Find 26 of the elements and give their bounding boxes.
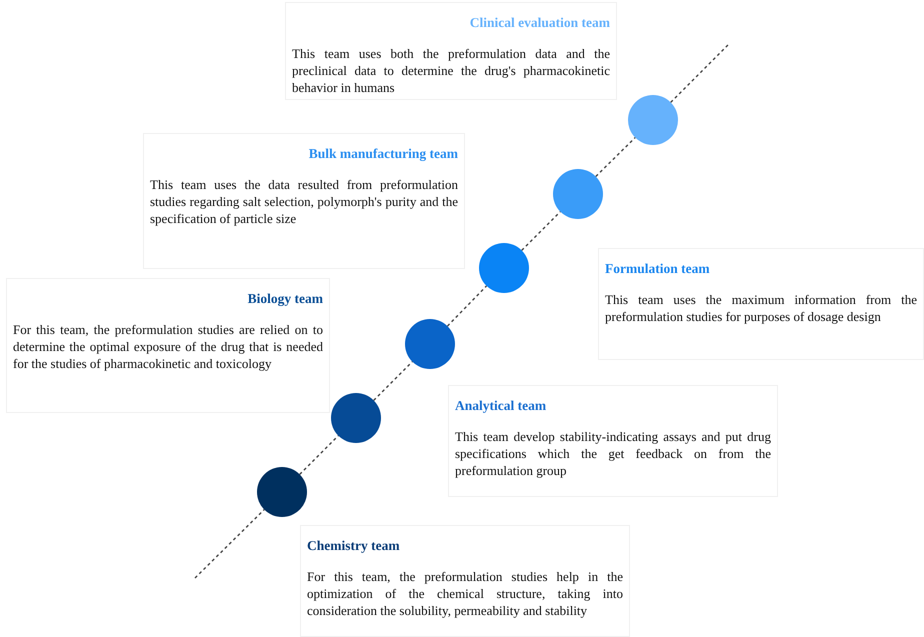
dotted-line bbox=[446, 285, 488, 327]
timeline-dot bbox=[553, 169, 603, 219]
timeline-dot bbox=[479, 243, 529, 293]
dotted-line bbox=[670, 44, 728, 103]
team-card bbox=[6, 278, 330, 413]
dotted-line bbox=[595, 137, 636, 177]
team-description: For this team, the preformulation studies help in the optimization of the chemical structure, taking into consideration the solubility, permeability and stability bbox=[307, 568, 623, 619]
team-heading: Formulation team bbox=[605, 261, 711, 277]
team-heading: Bulk manufacturing team bbox=[308, 146, 458, 162]
timeline-dot bbox=[331, 393, 381, 443]
team-heading: Analytical team bbox=[455, 398, 548, 414]
team-heading: Chemistry team bbox=[307, 538, 401, 554]
team-description: This team uses the maximum information from the preformulation studies for purposes of dosage design bbox=[605, 291, 917, 325]
dotted-line bbox=[521, 211, 561, 251]
team-heading: Biology team bbox=[246, 291, 323, 307]
dotted-line bbox=[373, 361, 413, 401]
team-description: This team uses both the preformulation data and the preclinical data to determine the drug's pharmacokinetic behavior in humans bbox=[292, 45, 610, 96]
dotted-line bbox=[299, 435, 339, 475]
team-description: This team uses the data resulted from preformulation studies regarding salt selection, polymorph's purity and the specification of particle size bbox=[150, 176, 458, 227]
team-heading: Clinical evaluation team bbox=[468, 15, 610, 31]
timeline-dot bbox=[628, 95, 678, 145]
team-description: This team develop stability-indicating assays and put drug specifications which the get feedback on from the preformulation group bbox=[455, 428, 771, 479]
dotted-line bbox=[194, 509, 265, 578]
team-description: For this team, the preformulation studies are relied on to determine the optimal exposure of the drug that is needed for the studies of pharmacokinetic and toxicology bbox=[13, 321, 323, 372]
timeline-dot bbox=[405, 319, 455, 369]
timeline-dot bbox=[257, 467, 307, 517]
